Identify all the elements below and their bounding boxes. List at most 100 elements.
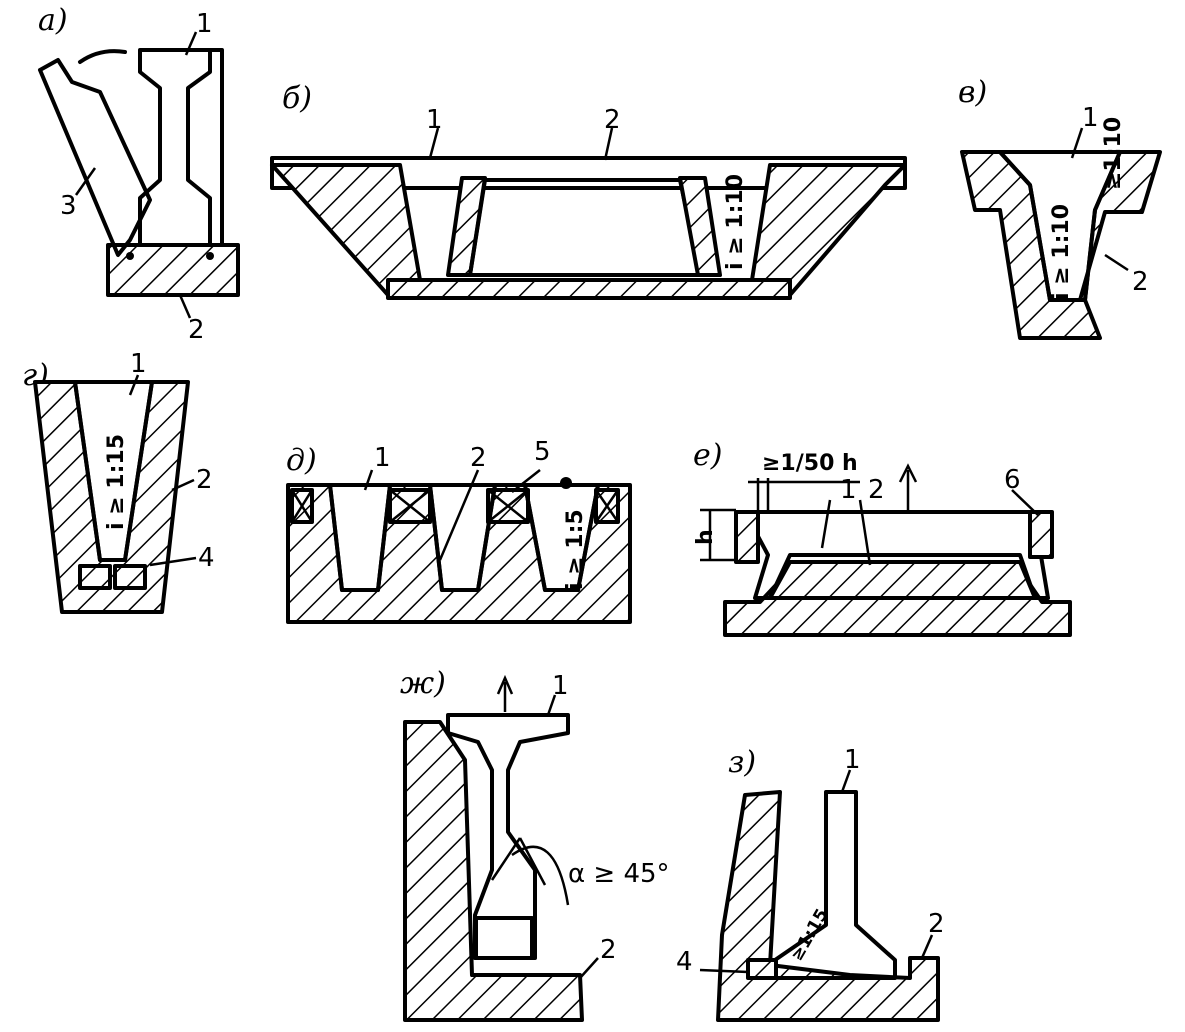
panel-d-products	[328, 483, 600, 592]
panel-a-hinged-side	[38, 58, 152, 257]
panel-zh-angle-arc	[511, 845, 570, 906]
panel-g-callout-1: 1	[130, 349, 147, 379]
panel-e-leader-2	[858, 499, 872, 566]
panel-b-right-form	[750, 163, 907, 297]
panel-g-insert-left	[78, 564, 112, 590]
panel-e-callout-1: 1	[840, 475, 857, 505]
panel-v-leader-2	[1104, 253, 1129, 272]
panel-a-hinge-right	[206, 252, 214, 260]
panel-e-lift-arrow	[898, 463, 918, 512]
panel-g-leader-1	[128, 374, 140, 396]
panel-a-fixed-side	[208, 48, 224, 247]
panel-zh-callout-1: 1	[552, 671, 569, 701]
panel-b-label: б)	[282, 81, 312, 116]
panel-z-callout-2: 2	[928, 909, 945, 939]
panel-g-product	[73, 380, 154, 562]
panel-zh-leader-2	[579, 957, 599, 979]
panel-v-slope-inner: i ≥ 1:10	[1049, 204, 1074, 300]
panel-g-insert-right	[113, 564, 147, 590]
panel-b-callout-1: 1	[426, 105, 443, 135]
panel-e-side-left	[734, 510, 760, 564]
panel-d-callout-5: 5	[534, 437, 551, 467]
panel-a-label: а)	[38, 3, 68, 38]
panel-zh-lift-arrow	[496, 674, 514, 712]
panel-a-leader-1	[184, 31, 198, 56]
panel-zh-callout-2: 2	[600, 935, 617, 965]
panel-b-bottom-pallet	[386, 278, 792, 300]
panel-a-leader-2	[178, 294, 192, 319]
panel-e-label: е)	[693, 438, 722, 473]
panel-z-insert	[746, 958, 778, 980]
panel-e-side-right	[1028, 510, 1054, 559]
panel-v-label: в)	[958, 75, 987, 110]
panel-g-leader-2	[171, 478, 195, 492]
panel-b-callout-2: 2	[604, 105, 621, 135]
panel-d-callout-2: 2	[470, 443, 487, 473]
panel-v-leader-1	[1070, 127, 1084, 159]
panel-a-callout-3: 3	[60, 191, 77, 221]
panel-d-leader-5	[511, 469, 541, 493]
panel-a-hinge-left	[126, 252, 134, 260]
panel-e: е) 1 2 6 ≥1/50 h h	[693, 438, 1072, 637]
panel-e-leader-6	[1011, 489, 1039, 516]
panel-g-callout-2: 2	[196, 465, 213, 495]
panel-e-callout-6: 6	[1004, 465, 1021, 495]
panel-d-slope-label: i ≥ 1:5	[563, 509, 588, 590]
panel-a: а) 1 2 3	[38, 3, 240, 345]
panel-z-callout-4: 4	[676, 947, 693, 977]
panel-b-product-top	[270, 156, 907, 190]
panel-a-i-beam-product	[138, 48, 212, 247]
panel-b-leader-2	[603, 127, 614, 161]
panel-zh: ж) 1 2 α ≥ 45°	[400, 666, 670, 1022]
panel-a-base-form	[106, 243, 240, 297]
panel-b-right-rib-form	[678, 176, 722, 277]
panel-zh-base-block	[474, 916, 534, 960]
panel-a-leader-3	[74, 167, 97, 196]
panel-e-dimension: ≥1/50 h	[762, 451, 858, 476]
panel-zh-form	[403, 720, 584, 1022]
panel-a-rotation-arrow	[78, 49, 127, 64]
panel-v-product	[998, 150, 1122, 302]
panel-v-slope-outer: ≥1:10	[1101, 117, 1126, 190]
panel-g-leader-4	[149, 556, 197, 567]
panel-e-dim-gap	[748, 478, 860, 512]
panel-d-leader-1	[363, 469, 374, 491]
panel-z: з) 1 2 4 ≥1:15	[676, 745, 945, 1022]
panel-g-slope-label: i ≥ 1:15	[104, 434, 129, 530]
panel-d-leader-2	[438, 469, 480, 561]
panel-b-leader-1	[428, 127, 440, 159]
panel-b-left-form	[270, 163, 422, 297]
panel-d-label: д)	[286, 443, 317, 478]
panel-z-product	[756, 790, 897, 980]
panel-g: г) 1 2 4 i ≥ 1:15	[22, 349, 215, 614]
panel-b-middle-core	[468, 178, 702, 277]
panel-e-callout-2: 2	[868, 475, 885, 505]
panel-zh-label: ж)	[400, 666, 446, 701]
panel-v: в) 1 2 i ≥ 1:10 ≥1:10	[958, 75, 1162, 340]
panel-zh-angle-lines	[490, 837, 547, 886]
panel-b-slope-label: i ≥ 1:10	[723, 174, 748, 270]
panel-e-dim-h	[700, 508, 736, 562]
panel-z-form	[716, 790, 940, 1022]
panel-a-callout-2: 2	[188, 315, 205, 345]
panel-z-label: з)	[728, 745, 756, 780]
panel-d-point	[560, 477, 572, 489]
panel-v-callout-1: 1	[1082, 103, 1099, 133]
panel-zh-leader-1	[546, 694, 557, 716]
panel-d: д) 1 2 5 i ≥ 1:5	[286, 437, 632, 624]
panel-zh-product	[446, 713, 570, 960]
panel-z-leader-4	[699, 968, 749, 974]
panel-b: б) 1 2 i ≥ 1:10	[270, 81, 907, 300]
panel-d-callout-1: 1	[374, 443, 391, 473]
panel-z-slope-label: ≥1:15	[787, 906, 833, 965]
panel-g-callout-4: 4	[198, 543, 215, 573]
panel-e-core	[768, 560, 1037, 600]
panel-z-callout-1: 1	[844, 745, 861, 775]
panel-zh-angle-label: α ≥ 45°	[568, 859, 670, 889]
panel-e-leader-1	[820, 499, 832, 549]
panel-v-callout-2: 2	[1132, 267, 1149, 297]
panel-z-leader-1	[840, 769, 852, 793]
panel-d-inserts	[290, 488, 620, 524]
panel-e-height: h	[693, 529, 718, 545]
